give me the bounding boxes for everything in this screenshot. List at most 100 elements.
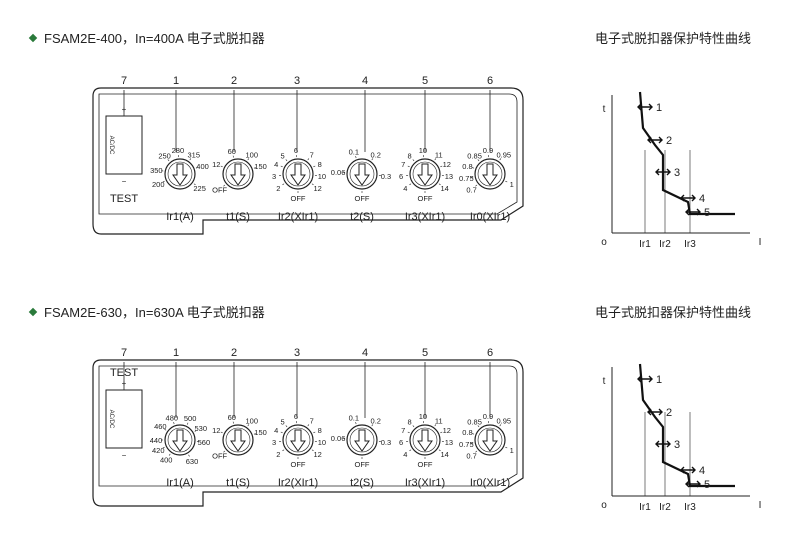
panel1-dial-4-tick-label: 0.3 (381, 172, 391, 181)
panel2-dial-5-tick-label: 6 (399, 438, 403, 447)
panel2-dial-5-tick-label: 4 (403, 450, 407, 459)
panel1-dial-3-tick-label: OFF (291, 194, 306, 203)
panel1-ac-dc-label: AC/DC (108, 136, 114, 155)
panel2-dial-3-tick-label: 12 (313, 450, 321, 459)
panel1-dial-2-tick-label: 100 (246, 150, 259, 159)
panel1-dial-6-tick-mark (477, 159, 480, 162)
panel1-dial-5-tick-label: 8 (407, 152, 411, 161)
panel2-dial-1-tick-label: 480 (166, 413, 179, 422)
panel2-dial-5-tick-label: 8 (407, 418, 411, 427)
panel2-dial-4-tick-label: 0.3 (381, 438, 391, 447)
panel1-dial-6-caption: Ir0(XIr1) (470, 211, 510, 223)
panel2-dial-3-tick-label: 8 (318, 426, 322, 435)
panel1-heading-text: FSAM2E-400，In=400A 电子式脱扣器 (44, 31, 265, 46)
panel1-curve-marker-arrow-icon (685, 208, 701, 216)
panel1-dial-2-tick-label: 12 (212, 160, 220, 169)
panel2-heading-text: FSAM2E-630，In=630A 电子式脱扣器 (44, 305, 265, 320)
panel1-dial-1-tick-label: 280 (172, 146, 185, 155)
panel2-dial-6-tick-label: 0.75 (459, 440, 474, 449)
panel1-curve-marker-2: 2 (666, 135, 672, 147)
panel2-housing-inner (98, 365, 518, 487)
panel1-dial-3-tick-mark (282, 183, 285, 186)
panel1-dial-2-tick-mark (223, 184, 226, 187)
panel1-curve-x-label-ir1: Ir1 (639, 239, 651, 250)
panel2-dial-2-tick-label: 12 (212, 426, 220, 435)
panel2-curve-marker-arrow-icon (637, 375, 653, 383)
panel1-dial-4-tick-mark (371, 158, 374, 161)
panel1-dial-1-pointer-icon (172, 163, 188, 186)
panel1-curve-marker-1: 1 (656, 102, 662, 114)
panel1-dial-6-pointer-icon (482, 163, 498, 186)
panel1-dial-6-tick-mark (472, 167, 475, 169)
panel1-curve-title: 电子式脱扣器保护特性曲线 (595, 31, 752, 46)
panel2-dial-3-tick-label: 7 (310, 416, 314, 425)
panel2-dial-1-tick-label: 530 (195, 424, 208, 433)
panel1-dial-5-tick-label: OFF (418, 194, 433, 203)
panel1-dial-6-tick-label: 0.9 (483, 146, 493, 155)
panel1-dial-2-caption: t1(S) (226, 211, 250, 223)
panel2-dial-5-tick-label: 13 (445, 438, 453, 447)
panel2-dial-3-tick-mark (311, 449, 314, 452)
panel2-dial-1-ring (167, 427, 193, 453)
panel1-callout-3: 3 (294, 75, 300, 87)
panel1-dial-2-tick-label: 60 (228, 147, 236, 156)
panel2-dial-6-tick-mark (477, 425, 480, 428)
panel1-dial-4-tick-label: 0.06 (331, 168, 346, 177)
panel1-dial-3-tick-mark (313, 165, 316, 168)
panel2-dial-1-tick-mark (173, 422, 175, 425)
panel1-dial-6-tick-label: 1 (510, 180, 514, 189)
panel1-test-label: TEST (110, 193, 138, 205)
panel1-curve-origin-label: o (601, 237, 607, 248)
panel2-dial-4-tick-mark (355, 422, 357, 425)
panel1-dial-4-tick-mark (355, 156, 357, 159)
panel1-dial-3-tick-label: 3 (272, 172, 276, 181)
panel2-dial-2-tick-label: 60 (228, 413, 236, 422)
panel1-curve-marker-3: 3 (674, 167, 680, 179)
panel1-dial-1-tick-mark (193, 183, 196, 186)
panel2-dial-2-caption: t1(S) (226, 477, 250, 489)
panel2-dial-5-tick-label: 7 (401, 426, 405, 435)
panel1-dial-2-tick-mark (253, 167, 256, 169)
panel2-dial-5-ring (412, 427, 438, 453)
panel1-dial-2-tick-mark (220, 165, 223, 168)
panel2-dial-6-tick-mark (505, 446, 508, 449)
panel2-dial-2-tick-label: 100 (246, 416, 259, 425)
panel1-curve-marker-arrow-icon (637, 103, 653, 111)
panel1-dial-5-tick-label: 12 (443, 160, 451, 169)
panel1-dial-4-tick-label: 0.1 (349, 147, 359, 156)
panel1-dial-1-tick-label: 225 (193, 184, 206, 193)
panel2-dial-1-tick-mark (164, 428, 167, 431)
panel1-dial-5-tick-mark (440, 165, 443, 168)
panel1-dial-1-tick-mark (167, 159, 170, 162)
panel2-curve-marker-arrow-icon (680, 466, 696, 474)
panel1-callout-6: 6 (487, 75, 493, 87)
panel1-dial-5-tick-label: 10 (419, 146, 427, 155)
panel2-dial-5-tick-label: 11 (435, 416, 443, 425)
panel2-dial-4-caption: t2(S) (350, 477, 374, 489)
panel2-dial-6-caption: Ir0(XIr1) (470, 477, 510, 489)
panel2-curve-x-label-ir2: Ir2 (659, 502, 671, 513)
panel2-dial-2-tick-mark (247, 424, 250, 427)
panel2-dial-2-tick-mark (232, 421, 234, 424)
panel1-dial-1-tick-label: 400 (196, 162, 209, 171)
panel1-dial-3-tick-label: 4 (274, 160, 278, 169)
panel1-dial-4-pointer-icon (354, 163, 370, 186)
panel2-curve-marker-arrow-icon (655, 440, 671, 448)
panel2-dial-5-tick-label: OFF (418, 460, 433, 469)
panel2-dial-5-tick-mark (407, 431, 410, 434)
panel2-dial-6-tick-mark (475, 450, 478, 453)
panel2-callout-7: 7 (121, 347, 127, 359)
panel2-dial-1-tick-mark (188, 454, 190, 457)
panel2-dial-4-tick-mark (371, 424, 374, 427)
panel1-dial-6-ring (477, 161, 503, 187)
panel2-dial-3-pointer-icon (290, 429, 306, 452)
panel2-curve-t-label: t (603, 376, 606, 387)
panel2-dial-1-caption: Ir1(A) (166, 477, 194, 489)
panel1-dial-3-tick-mark (285, 159, 288, 162)
panel2-dial-3-tick-label: 6 (294, 412, 298, 421)
panel2-callout-6: 6 (487, 347, 493, 359)
panel2-ac-dc-label: AC/DC (108, 410, 114, 429)
panel2-dial-4-ring (349, 427, 375, 453)
panel1-dial-1-tick-label: 350 (150, 166, 163, 175)
